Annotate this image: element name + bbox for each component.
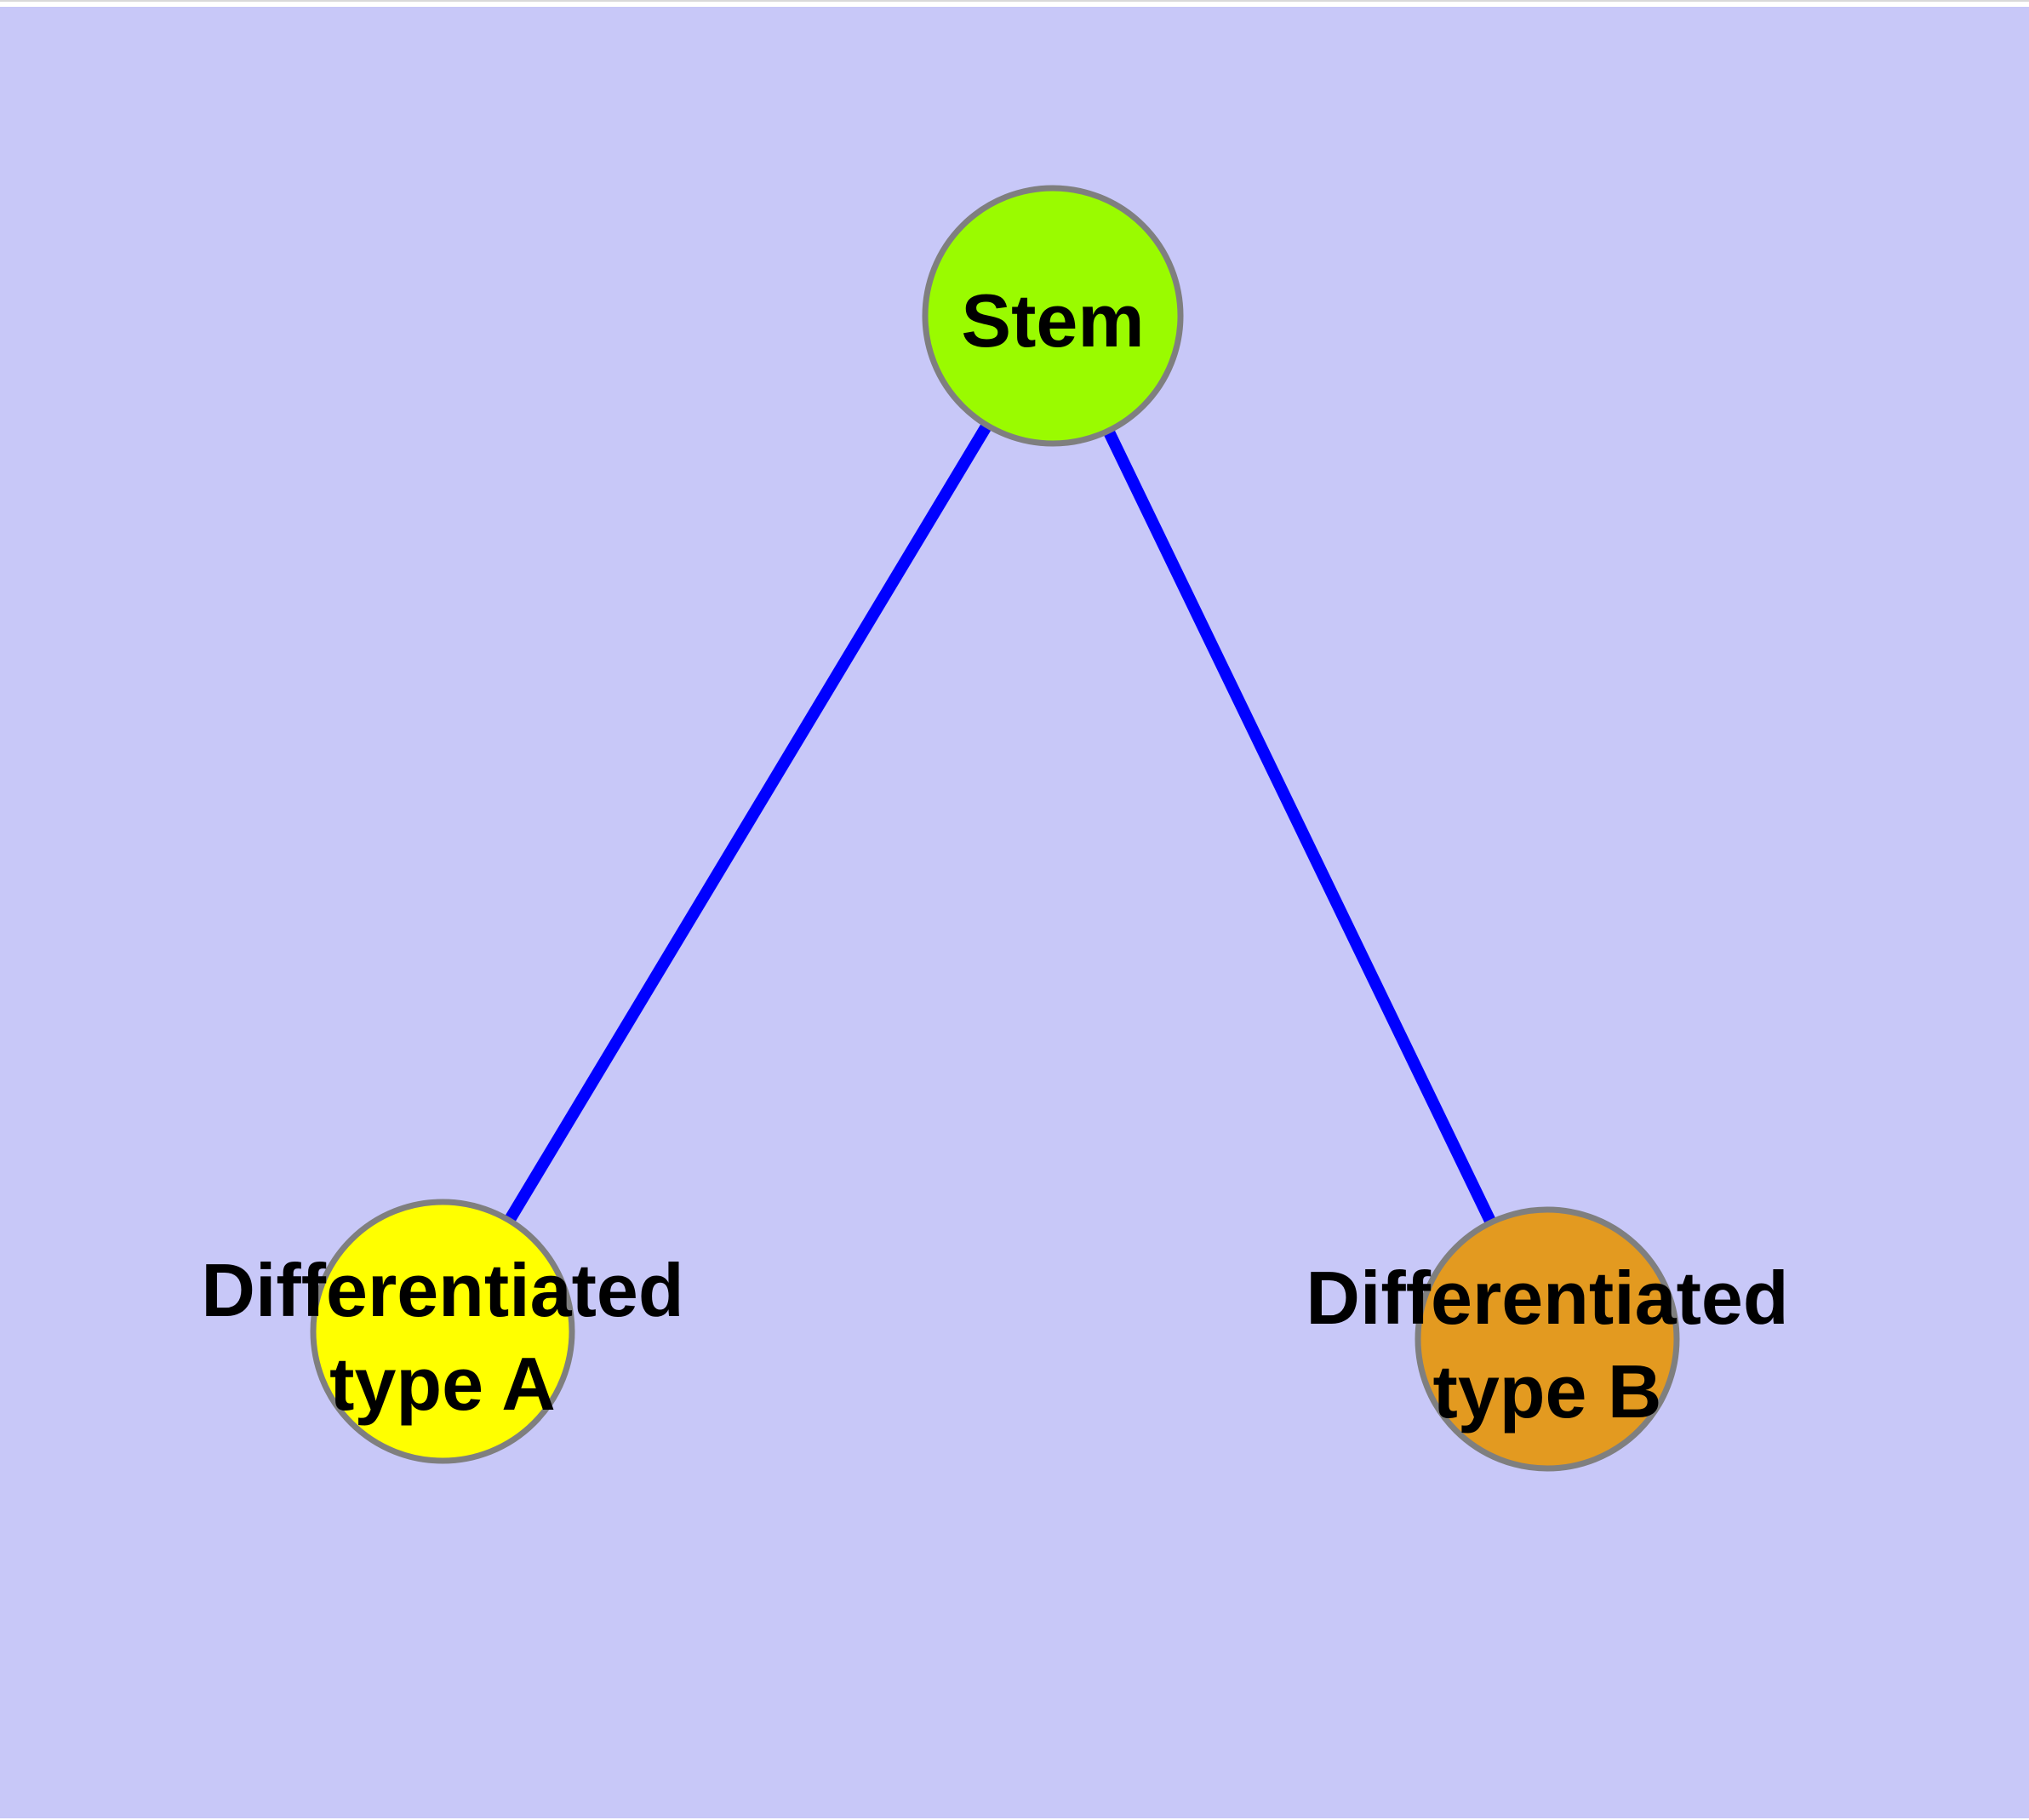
node-typeA-circle (310, 1199, 575, 1464)
edge-stem-to-typeB (1047, 312, 1553, 1342)
edge-stem-to-typeA (437, 312, 1058, 1335)
node-typeB-label: Differentiated type B (1306, 1256, 1788, 1434)
node-typeB-circle (1415, 1206, 1680, 1472)
node-typeB-label-line1: Differentiated (1306, 1256, 1788, 1340)
node-typeA-label-line2: type A (329, 1342, 556, 1426)
top-hairline (0, 0, 2029, 2)
node-stem-label: Stem (961, 278, 1144, 363)
node-typeB-label-line2: type B (1433, 1349, 1662, 1434)
node-stem-circle (922, 185, 1184, 447)
node-typeA-label-line1: Differentiated (201, 1248, 683, 1332)
node-typeA-label: Differentiated type A (201, 1248, 683, 1426)
